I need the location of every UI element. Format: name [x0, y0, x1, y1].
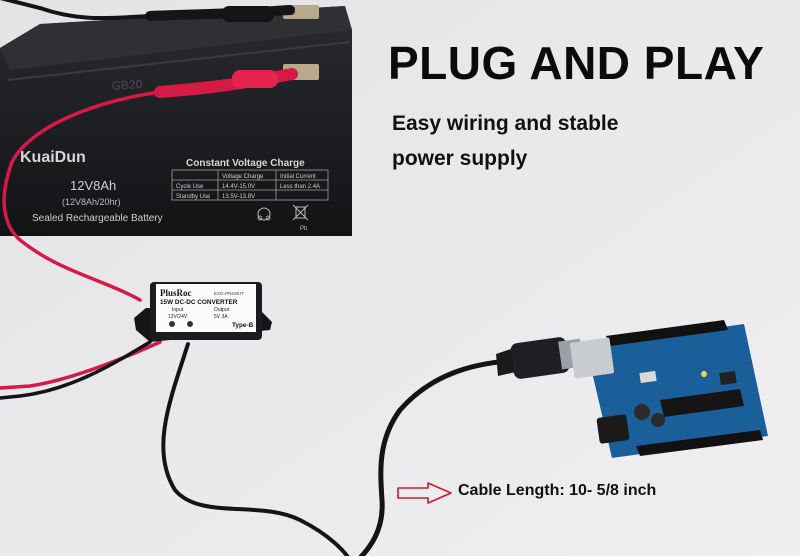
- charge-table-head-2: Initial Current: [280, 174, 316, 180]
- converter-type: Type-B: [232, 322, 254, 329]
- battery-mold-text: GB20: [111, 77, 143, 93]
- battery-rating: 12V8Ah: [70, 178, 116, 193]
- charge-table-head-1: Voltage Charge: [222, 174, 264, 180]
- battery: GB20 KuaiDun 12V8Ah (12V8Ah/20hr) Sealed…: [0, 6, 352, 236]
- dc-dc-converter: PlusRoc EXG-PR4SKIT 15W DC-DC CONVERTER …: [134, 282, 272, 342]
- usb-plug: [496, 337, 584, 379]
- charge-table-cell: Cycle Use: [176, 184, 204, 190]
- charge-table-cell: 14.4V-15.0V: [222, 184, 255, 190]
- recycle-icon: [257, 207, 271, 221]
- black-clip: [145, 5, 295, 22]
- charge-table-title: Constant Voltage Charge: [186, 158, 305, 169]
- converter-brand: PlusRoc: [160, 288, 192, 298]
- battery-brand: KuaiDun: [20, 149, 86, 166]
- converter-model: EXG-PR4SKIT: [214, 291, 244, 296]
- converter-input-value: 12V/24V: [168, 314, 188, 320]
- converter-output-value: 5V 3A: [214, 314, 228, 320]
- converter-title: 15W DC-DC CONVERTER: [160, 299, 238, 306]
- crossed-bin-icon: [292, 204, 309, 221]
- charge-table-cell: Less than 2.4A: [280, 184, 320, 190]
- microcontroller-board: [569, 320, 768, 458]
- charge-table: [171, 169, 329, 201]
- cables: [0, 0, 527, 556]
- converter-input-label: Input: [172, 307, 184, 313]
- converter-output-label: Output: [214, 307, 230, 313]
- arrow-right-icon: [397, 482, 452, 504]
- cable-length-label: Cable Length: 10- 5/8 inch: [458, 482, 657, 499]
- subheadline-line-1: Easy wiring and stable: [392, 112, 619, 135]
- red-clip: [154, 68, 298, 98]
- converter-icon: [187, 321, 193, 327]
- pb-mark: Pb: [300, 226, 308, 232]
- converter-icon: [169, 321, 175, 327]
- subheadline-line-2: power supply: [392, 147, 528, 170]
- battery-type: Sealed Rechargeable Battery: [32, 213, 163, 224]
- battery-rating-detail: (12V8Ah/20hr): [62, 197, 121, 207]
- charge-table-cell: 13.5V-13.8V: [222, 194, 255, 200]
- headline: PLUG AND PLAY: [388, 37, 765, 89]
- charge-table-cell: Standby Use: [176, 194, 211, 200]
